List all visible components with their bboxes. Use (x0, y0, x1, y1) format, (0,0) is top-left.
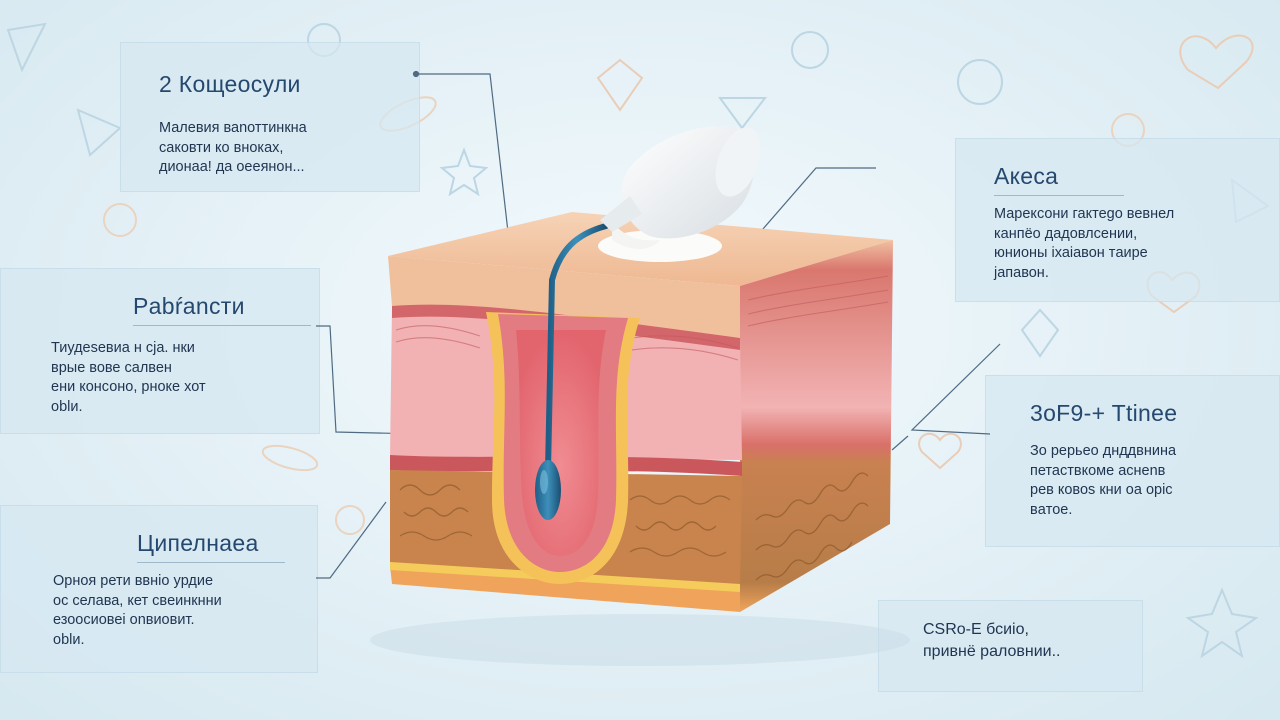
panel-text: Орноя рети ввнio yрдие ос селава, кет св… (53, 573, 222, 648)
leaf-outline-icon (261, 444, 319, 472)
panel-title-rule (137, 562, 285, 563)
skin-block (370, 212, 910, 666)
hypodermis-base (390, 566, 740, 612)
panel-title: Pabŕancти (133, 293, 245, 319)
panel-text: Зо рерьео днддвнина петаствкоме аснеnв р… (1030, 443, 1177, 518)
dermis-band (392, 304, 740, 350)
triangle-outline-icon (6, 22, 47, 73)
sun-outline-icon (791, 31, 829, 69)
panel-text: Тиудеseвиа н сja. нки врые вове салвен е… (51, 340, 206, 415)
info-panel-middle-right: 3оF9-+ Ttinee Зо рерьео днддвнина петаст… (985, 375, 1280, 547)
follicle-core (516, 330, 606, 556)
probe-tip (535, 460, 561, 520)
triangle-outline-icon (76, 108, 122, 157)
panel-title: Ципелнаеа (137, 530, 259, 556)
panel-text: СSRо-Е бсиiо, привнё раловнии.. (923, 621, 1061, 660)
panel-text: Малевия ваnоттинкна саковти ко вноках, д… (159, 120, 307, 175)
hair-follicle (486, 312, 640, 584)
sun-outline-icon (957, 59, 1003, 105)
tube-icon (598, 126, 761, 262)
info-panel-top-right: Акеса Марексони гактеgо вевнел канпёо да… (955, 138, 1280, 302)
hypodermis-texture (399, 472, 869, 581)
leader-dot (412, 70, 420, 78)
cream-drip (612, 222, 660, 249)
probe-tip-highlight (540, 470, 548, 494)
star-outline-icon (1185, 587, 1259, 659)
applicator-probe (535, 223, 609, 520)
tube-cap-end (715, 127, 761, 197)
flower-outline-icon (335, 505, 365, 535)
tube-nozzle (600, 196, 642, 232)
info-panel-bottom-right: СSRо-Е бсиiо, привнё раловнии.. (878, 600, 1143, 692)
panel-title: 3оF9-+ Ttinee (1030, 400, 1178, 426)
leader-line (316, 501, 387, 579)
heart-outline-icon (918, 432, 962, 470)
info-panel-top-left: 2 Кощеосули Малевия ваnоттинкна саковти … (120, 42, 420, 192)
dermis-texture (395, 275, 889, 361)
diamond-outline-icon (1020, 308, 1060, 358)
leader-line (891, 435, 909, 451)
heart-outline-icon (1179, 34, 1254, 90)
flower-outline-icon (103, 203, 137, 237)
panel-title: 2 Кощеосули (159, 71, 301, 97)
panel-text: Марексони гактеgо вевнел канпёо дадовлсе… (994, 206, 1175, 281)
diamond-outline-icon (596, 58, 644, 112)
shadow (370, 614, 910, 666)
right-face (740, 240, 893, 612)
triangle-outline-icon (718, 97, 768, 130)
star-outline-icon (439, 147, 489, 197)
panel-title-rule (994, 195, 1124, 196)
info-panel-middle-left: Pabŕancти Тиудеseвиа н сja. нки врые вов… (0, 268, 320, 434)
probe-wire (545, 223, 609, 473)
front-face-epidermis (388, 256, 740, 338)
panel-title-rule (133, 325, 311, 326)
panel-title: Акеса (994, 163, 1059, 189)
leader-line (910, 343, 1001, 435)
leader-line (416, 73, 509, 233)
info-panel-bottom-left: Ципелнаеа Орноя рети ввнio yрдие ос села… (0, 505, 318, 673)
